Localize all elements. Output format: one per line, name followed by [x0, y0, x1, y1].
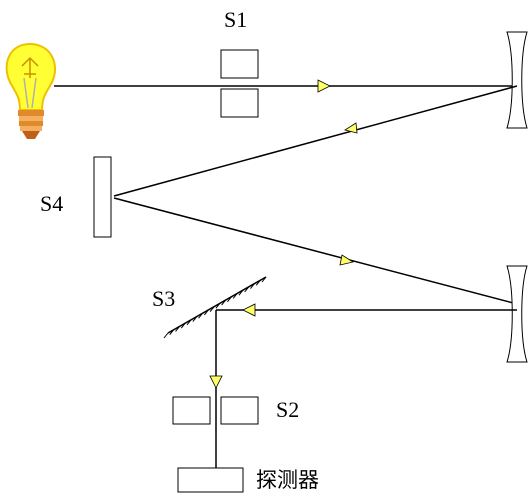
slit-s2-right: [220, 396, 259, 425]
mirror-hatch-mark: [250, 283, 255, 289]
slit-s1-lower: [220, 88, 259, 118]
mirror-hatch-mark: [209, 306, 215, 312]
mirror-hatch-mark: [244, 286, 250, 293]
mirror-hatch-mark: [238, 289, 244, 296]
mirror-hatch-mark: [186, 319, 192, 326]
beam-direction-arrow: [317, 79, 331, 93]
mirror-hatch-mark: [198, 312, 203, 319]
mirror-hatch-mark: [203, 309, 209, 316]
mirror-hatch-mark: [232, 293, 238, 299]
label-s4: S4: [40, 191, 63, 216]
beam-grating-to-mirror: [113, 197, 518, 305]
mirror-hatch-mark: [180, 322, 186, 329]
beam-direction-arrow: [343, 122, 358, 134]
flat-mirror-s3: [163, 276, 267, 339]
mirror-hatch-mark: [227, 296, 232, 303]
mirror-hatch-mark: [255, 279, 261, 286]
slit-s1-upper: [220, 49, 259, 79]
mirror-hatch-mark: [175, 326, 180, 332]
beam-direction-arrow: [242, 303, 256, 317]
beam-direction-arrow: [339, 254, 355, 266]
label-s2: S2: [276, 397, 299, 422]
mirror-hatch-mark: [221, 299, 227, 306]
concave-mirror-bottom: [506, 265, 528, 363]
light-bulb-icon: [5, 42, 57, 139]
slit-s2-left: [172, 396, 211, 425]
mirror-hatch-mark: [163, 332, 169, 339]
beam-mirror-to-grating: [113, 85, 518, 197]
label-detector: 探测器: [256, 468, 319, 492]
label-s3: S3: [152, 286, 175, 311]
detector-box: [177, 467, 244, 493]
beam-direction-arrow: [209, 375, 223, 389]
mirror-hatch-mark: [261, 276, 267, 283]
mirror-hatch-mark: [169, 329, 175, 336]
concave-mirror-top: [506, 31, 528, 129]
mirror-hatch-mark: [215, 303, 221, 309]
label-s1: S1: [224, 7, 247, 32]
mirror-hatch-mark: [192, 316, 198, 322]
grating-s4: [93, 156, 112, 238]
